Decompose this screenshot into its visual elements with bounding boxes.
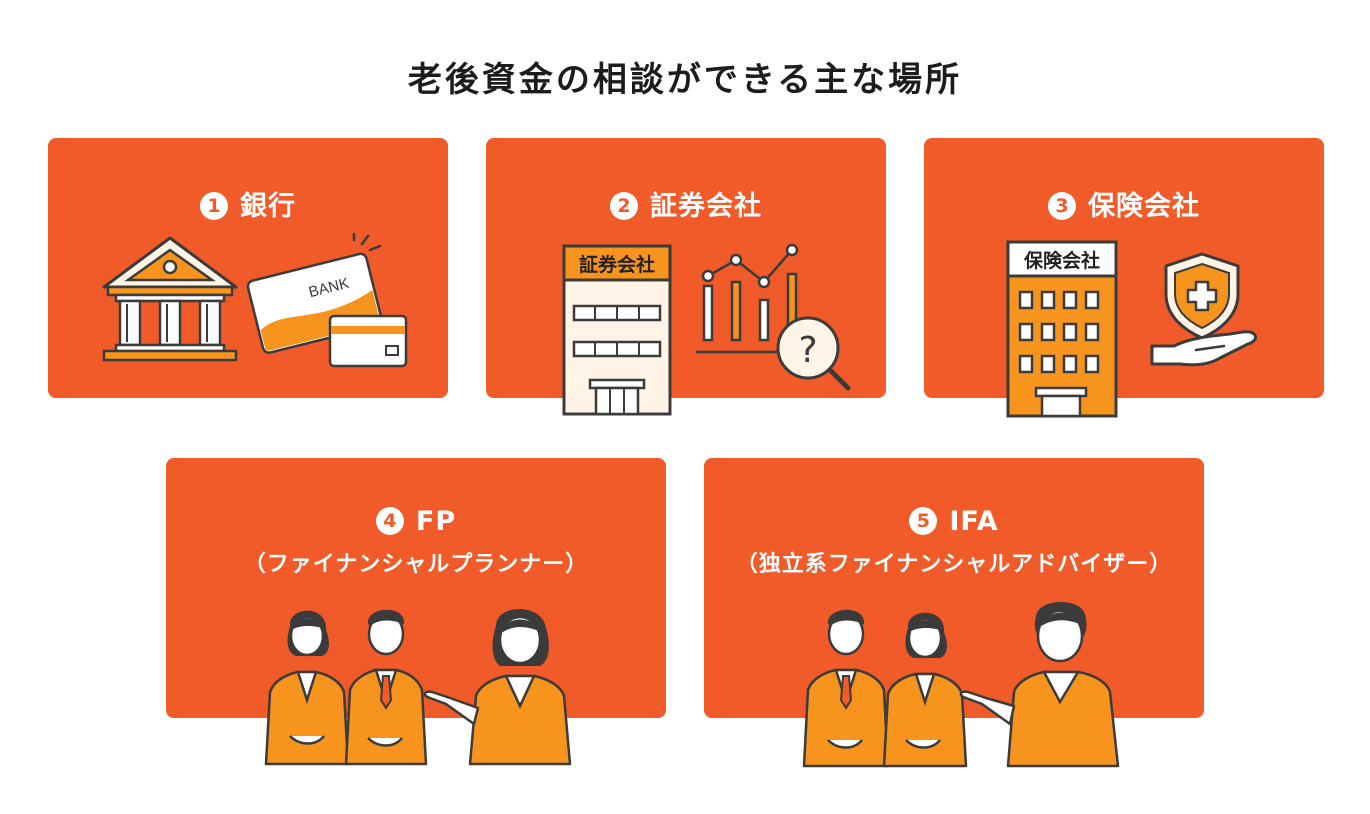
card-bank: 1 銀行 BANK bbox=[48, 138, 448, 398]
card-ifa: 5 IFA （独立系ファイナンシャルアドバイザー） bbox=[704, 458, 1204, 768]
number-badge: 4 bbox=[375, 507, 404, 535]
svg-text:?: ? bbox=[798, 330, 817, 371]
advisors-group-icon bbox=[264, 609, 572, 766]
advisors-group-icon bbox=[802, 602, 1120, 768]
card-fp: 4 FP （ファイナンシャルプランナー） bbox=[166, 458, 666, 766]
chart-magnifier-icon: ? bbox=[696, 243, 851, 391]
card-label: FP bbox=[415, 506, 457, 537]
card-insurance: 3 保険会社 保険会社 bbox=[924, 138, 1324, 418]
card-heading: 4 FP bbox=[166, 506, 666, 537]
card-label: 保険会社 bbox=[1088, 191, 1200, 222]
card-securities: 2 証券会社 証券会社 ? bbox=[486, 138, 886, 416]
card-heading: 3 保険会社 bbox=[924, 184, 1324, 223]
building-sign: 保険会社 bbox=[1023, 249, 1100, 272]
securities-building-icon: 証券会社 bbox=[562, 244, 672, 416]
bank-building-icon bbox=[102, 236, 238, 362]
insurance-building-icon: 保険会社 bbox=[1006, 240, 1118, 418]
building-sign: 証券会社 bbox=[579, 253, 655, 276]
card-label: 銀行 bbox=[240, 191, 296, 222]
card-heading: 2 証券会社 bbox=[486, 184, 886, 223]
bank-card-icon: BANK bbox=[246, 232, 408, 368]
card-heading: 5 IFA bbox=[704, 506, 1204, 537]
number-badge: 2 bbox=[610, 192, 638, 220]
page-title: 老後資金の相談ができる主な場所 bbox=[407, 60, 963, 100]
number-badge: 1 bbox=[200, 192, 228, 220]
card-label: 証券会社 bbox=[650, 191, 762, 222]
number-badge: 3 bbox=[1048, 192, 1076, 220]
card-heading: 1 銀行 bbox=[48, 184, 448, 223]
card-subtitle: （独立系ファイナンシャルアドバイザー） bbox=[735, 552, 1173, 577]
number-badge: 5 bbox=[909, 507, 938, 535]
card-subtitle: （ファイナンシャルプランナー） bbox=[243, 552, 589, 577]
card-label: IFA bbox=[949, 506, 999, 537]
shield-hand-icon bbox=[1150, 252, 1258, 367]
